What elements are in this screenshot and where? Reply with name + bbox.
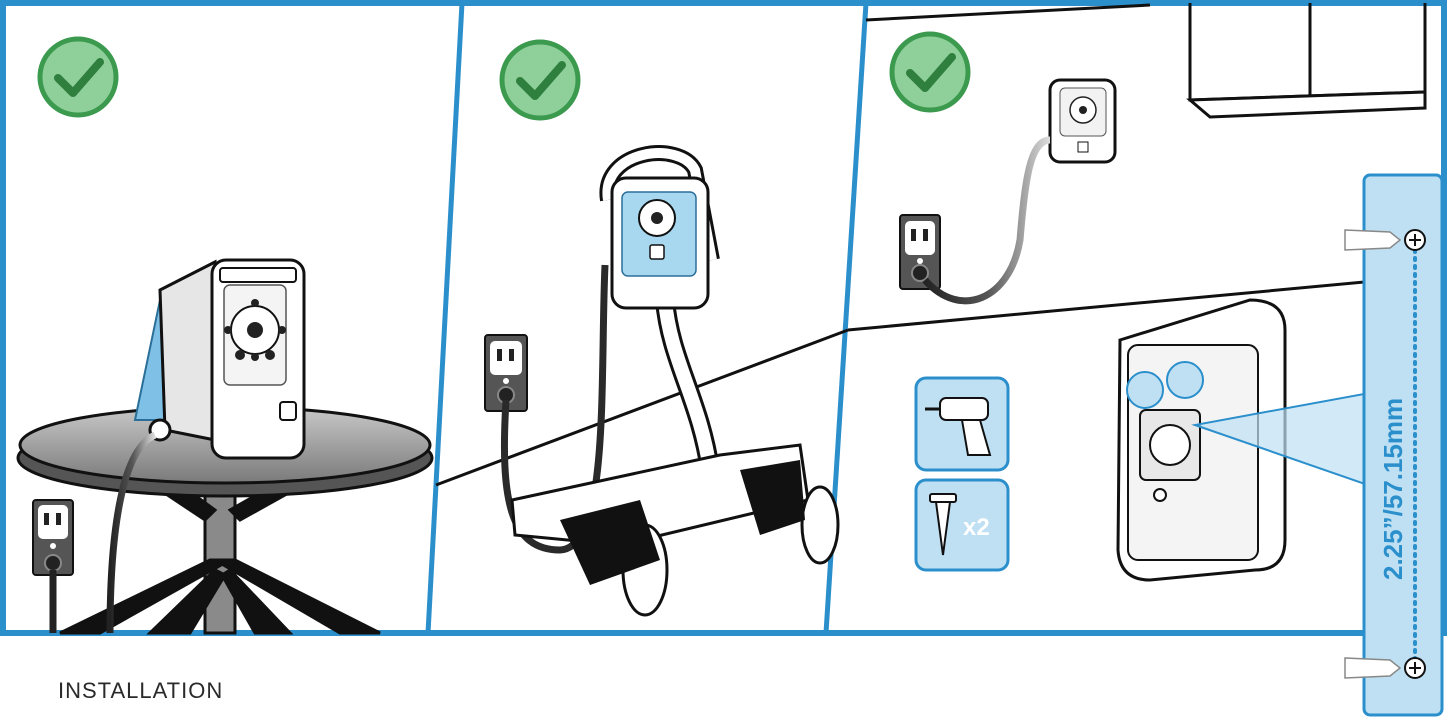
checkmark-icon: [37, 36, 119, 118]
power-cord: [501, 264, 609, 554]
mount-hole-right: [1166, 361, 1204, 399]
wall-outlet-icon: [32, 499, 74, 633]
drill-icon: [914, 376, 1010, 472]
checkmark-icon: [889, 31, 971, 113]
screw-icon: x2: [914, 478, 1010, 572]
checkmark-icon: [499, 39, 581, 121]
caddy-base-icon: [510, 443, 840, 617]
panel-divider-1: [425, 2, 465, 634]
measurement-strip: 2.25”/57.15mm: [1344, 173, 1444, 717]
panel-table: [16, 36, 434, 635]
cabinet-icon: [1186, 3, 1427, 119]
installation-caption: INSTALLATION: [58, 678, 224, 703]
controller-device-icon: [1048, 78, 1117, 164]
panel-caddy: [435, 39, 849, 617]
device-back-icon: [1116, 298, 1287, 582]
screw-count-label: x2: [963, 514, 990, 541]
power-cord: [106, 431, 157, 634]
screw-top-icon: [1344, 229, 1426, 251]
controller-device-icon: [148, 258, 306, 460]
power-cord: [922, 136, 1051, 305]
measurement-label: 2.25”/57.15mm: [1378, 398, 1408, 580]
screw-bottom-icon: [1344, 657, 1426, 679]
mount-hole-left: [1126, 371, 1164, 409]
table-base-icon: [59, 468, 381, 635]
wall-outlet-icon: [899, 214, 941, 290]
controller-device-icon: [610, 176, 710, 310]
wall-outlet-icon: [484, 334, 528, 412]
